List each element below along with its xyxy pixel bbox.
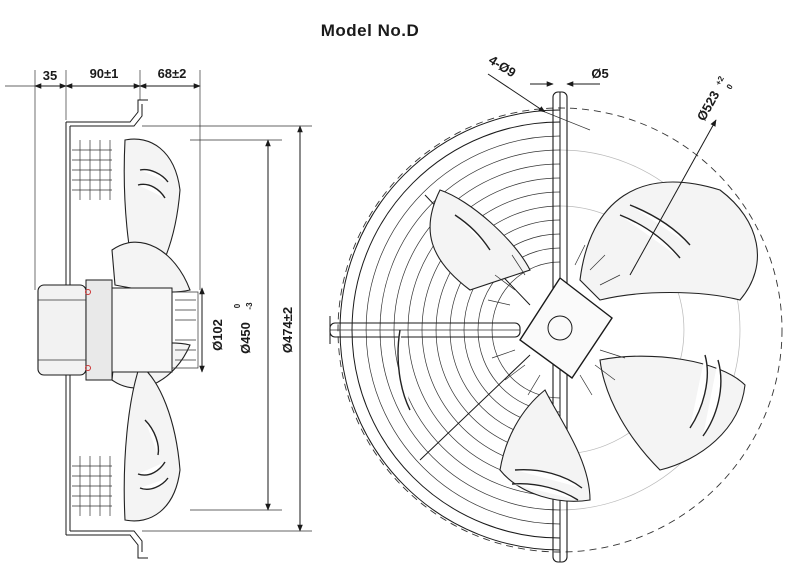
- dim-outer-diameter: Ø523: [694, 88, 723, 123]
- side-view: 35 90±1 68±2: [5, 66, 312, 559]
- dim-blade-diameter: Ø450: [238, 322, 253, 354]
- fan-blade-icon: [111, 138, 191, 522]
- drawing-title: Model No.D: [321, 21, 420, 40]
- dim-guard-diameter: Ø474±2: [280, 307, 295, 353]
- front-view: 4-Ø9 Ø5 Ø523 +2 0: [329, 52, 783, 563]
- vertical-dimensions: Ø102 Ø450 0 -3 Ø474±2: [142, 125, 312, 532]
- motor-icon: [37, 279, 199, 381]
- dim-blade-tol-upper: 0: [233, 303, 242, 308]
- front-dimensions: 4-Ø9 Ø5 Ø523 +2 0: [486, 52, 735, 276]
- dim-motor-depth: 90±1: [90, 66, 119, 81]
- dim-blade-depth: 68±2: [158, 66, 187, 81]
- front-fan-blades: [397, 181, 758, 502]
- front-hub: [487, 244, 626, 396]
- dim-outer-tol-lower: 0: [725, 82, 735, 91]
- dim-wire-diameter: Ø5: [591, 66, 608, 81]
- dim-blade-tol-lower: -3: [245, 302, 254, 310]
- dim-outer-tol-upper: +2: [714, 74, 727, 87]
- wire-guard-side: [72, 140, 112, 516]
- dim-hub-diameter: Ø102: [210, 319, 225, 351]
- dim-guard-depth: 35: [43, 68, 57, 83]
- top-dimensions: 35 90±1 68±2: [5, 66, 201, 290]
